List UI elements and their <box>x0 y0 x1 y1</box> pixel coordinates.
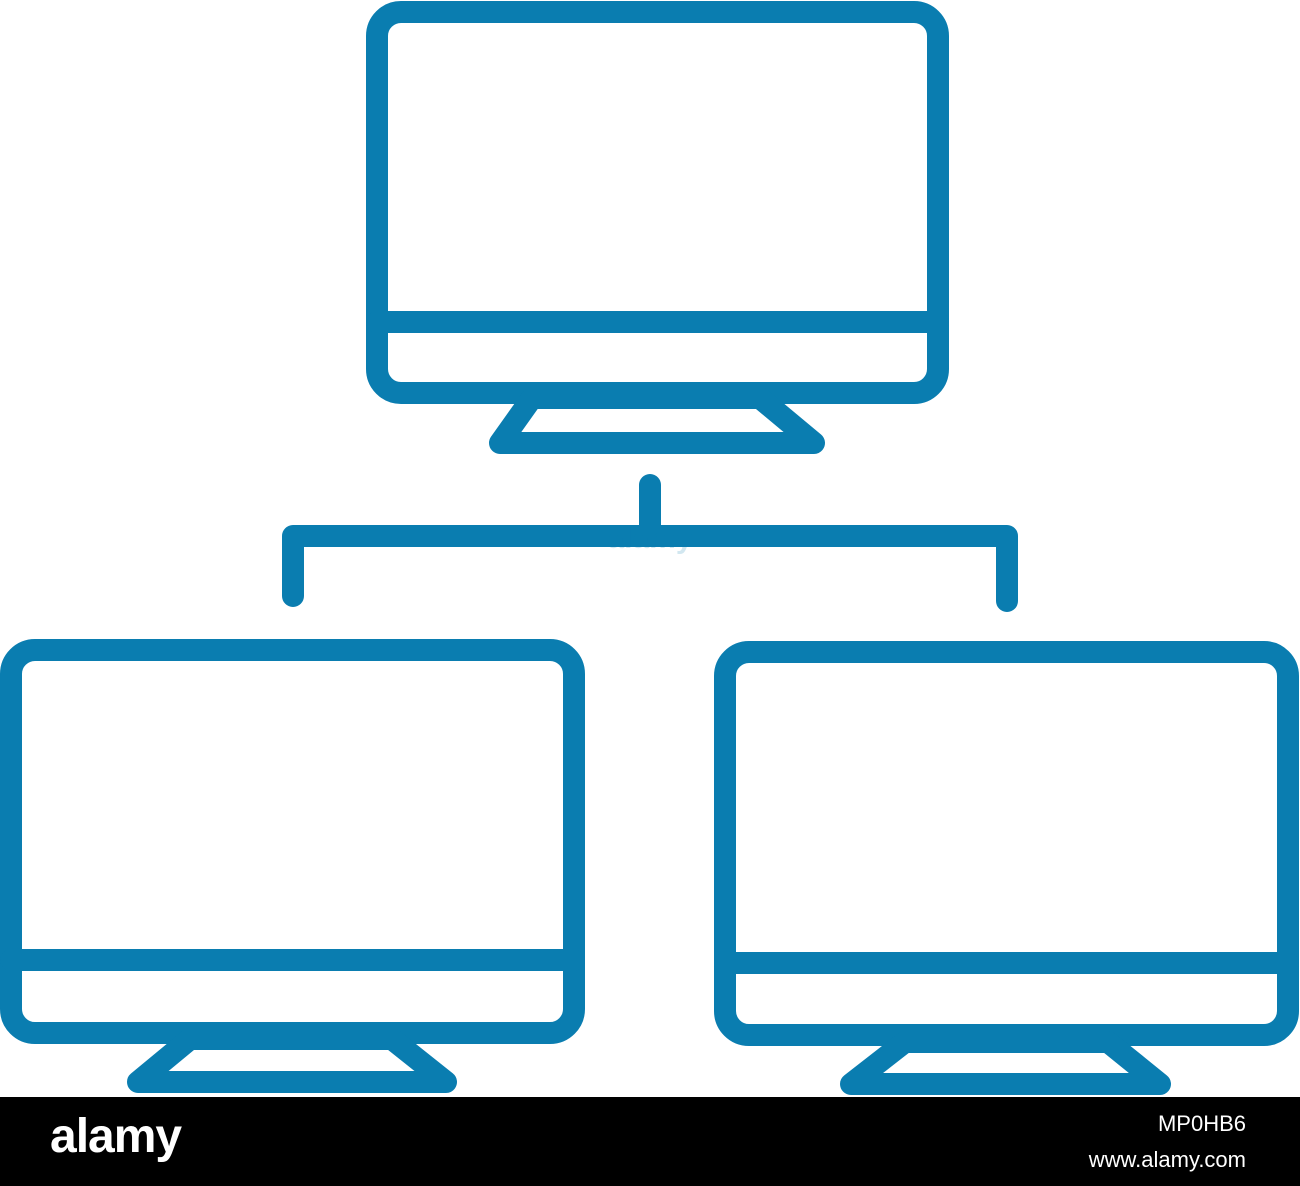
monitor-bottom-right-stand <box>840 1031 1171 1095</box>
monitor-icon <box>0 639 585 1093</box>
network-connector <box>282 474 1018 612</box>
monitor-bottom-left-screen <box>0 639 585 1044</box>
footer-url: www.alamy.com <box>1088 1147 1246 1172</box>
monitor-bottom-left-stand <box>127 1028 457 1093</box>
network-diagram: alamy <box>0 1 1299 1095</box>
monitor-top-stand <box>489 387 825 454</box>
monitor-icon <box>366 1 949 454</box>
monitor-icon <box>714 641 1299 1095</box>
monitor-bottom-right-screen <box>714 641 1299 1046</box>
image-id: MP0HB6 <box>1157 1111 1246 1136</box>
watermark-text: alamy <box>607 522 692 555</box>
monitor-top-screen <box>366 1 949 404</box>
alamy-logo: alamy <box>50 1110 182 1163</box>
footer-bar: alamy MP0HB6 www.alamy.com <box>0 1097 1300 1186</box>
connector-branch <box>282 525 1018 612</box>
